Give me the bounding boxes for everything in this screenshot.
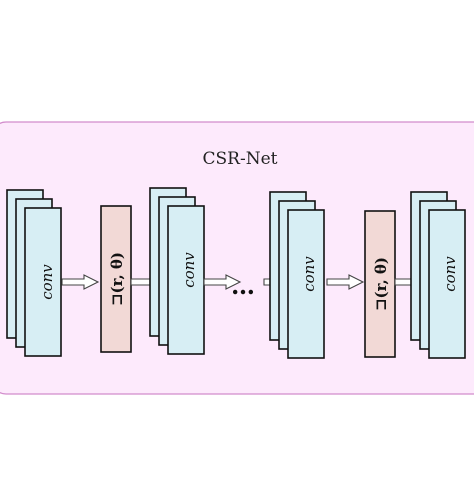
conv-block-4: conv bbox=[410, 191, 466, 359]
conv-label: conv bbox=[300, 256, 318, 292]
conv-label: conv bbox=[38, 264, 56, 300]
operator-block-1: ⊐(r, θ) bbox=[100, 205, 132, 353]
operator-label: ⊐(r, θ) bbox=[108, 252, 126, 306]
conv-block-2: conv bbox=[149, 187, 205, 355]
conv-label: conv bbox=[180, 252, 198, 288]
conv-block-3: conv bbox=[269, 191, 325, 359]
conv-block-1: conv bbox=[6, 189, 62, 357]
operator-block-2: ⊐(r, θ) bbox=[364, 210, 396, 358]
operator-label: ⊐(r, θ) bbox=[372, 257, 390, 311]
ellipsis: … bbox=[231, 271, 255, 300]
network-title: CSR-Net bbox=[203, 149, 278, 169]
conv-label: conv bbox=[441, 256, 459, 292]
